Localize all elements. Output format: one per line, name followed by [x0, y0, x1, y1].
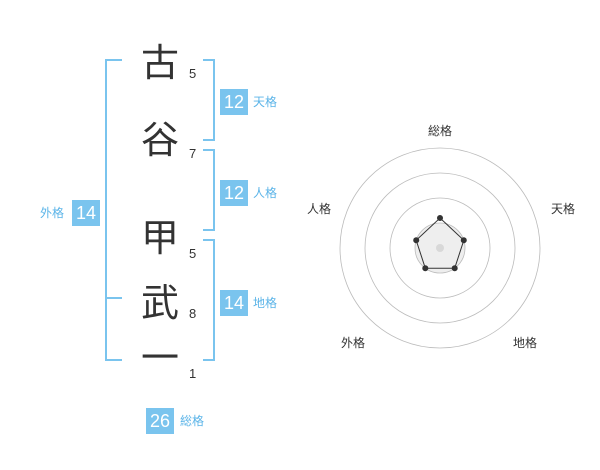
tenkaku-badge: 12	[220, 89, 248, 115]
jinkaku-label: 人格	[253, 186, 278, 200]
radar-ring	[339, 147, 541, 349]
name-char-2: 谷	[140, 118, 179, 162]
soukaku-label: 総格	[180, 414, 205, 428]
radar-axis-label-chikaku: 地格	[512, 336, 538, 350]
name-char-1: 古	[140, 41, 179, 85]
stroke-count-3: 5	[189, 246, 197, 261]
radar-center	[436, 244, 444, 252]
radar-point	[451, 265, 458, 272]
chikaku-label: 地格	[253, 296, 278, 310]
stroke-count-1: 5	[189, 66, 197, 81]
gaikaku-label: 外格	[40, 206, 65, 220]
radar-points	[413, 215, 467, 272]
radar-polygon	[415, 217, 465, 269]
gaikaku-badge: 14	[72, 200, 100, 226]
name-char-4: 武	[140, 281, 179, 325]
radar-axis-label-gaikaku: 外格	[340, 336, 366, 350]
stroke-count-2: 7	[189, 146, 197, 161]
name-char-3: 甲	[140, 216, 179, 260]
radar-axis-label-tenkaku: 天格	[550, 202, 576, 216]
radar-point	[460, 237, 467, 244]
soukaku-badge: 26	[146, 408, 174, 434]
radar-point	[422, 265, 429, 272]
radar-point	[413, 237, 420, 244]
radar-axis-label-jinkaku: 人格	[306, 202, 332, 216]
jinkaku-badge: 12	[220, 180, 248, 206]
tenkaku-label: 天格	[253, 95, 278, 109]
stroke-count-4: 8	[189, 306, 197, 321]
radar-point	[437, 215, 443, 221]
radar-axis-label-soukaku: 総格	[427, 124, 453, 138]
radar-rings	[339, 147, 541, 349]
chikaku-badge: 14	[220, 290, 248, 316]
radar-ring	[389, 197, 491, 299]
radar-ring	[364, 172, 516, 324]
name-char-5: 一	[140, 336, 179, 380]
stroke-count-5: 1	[189, 366, 197, 381]
